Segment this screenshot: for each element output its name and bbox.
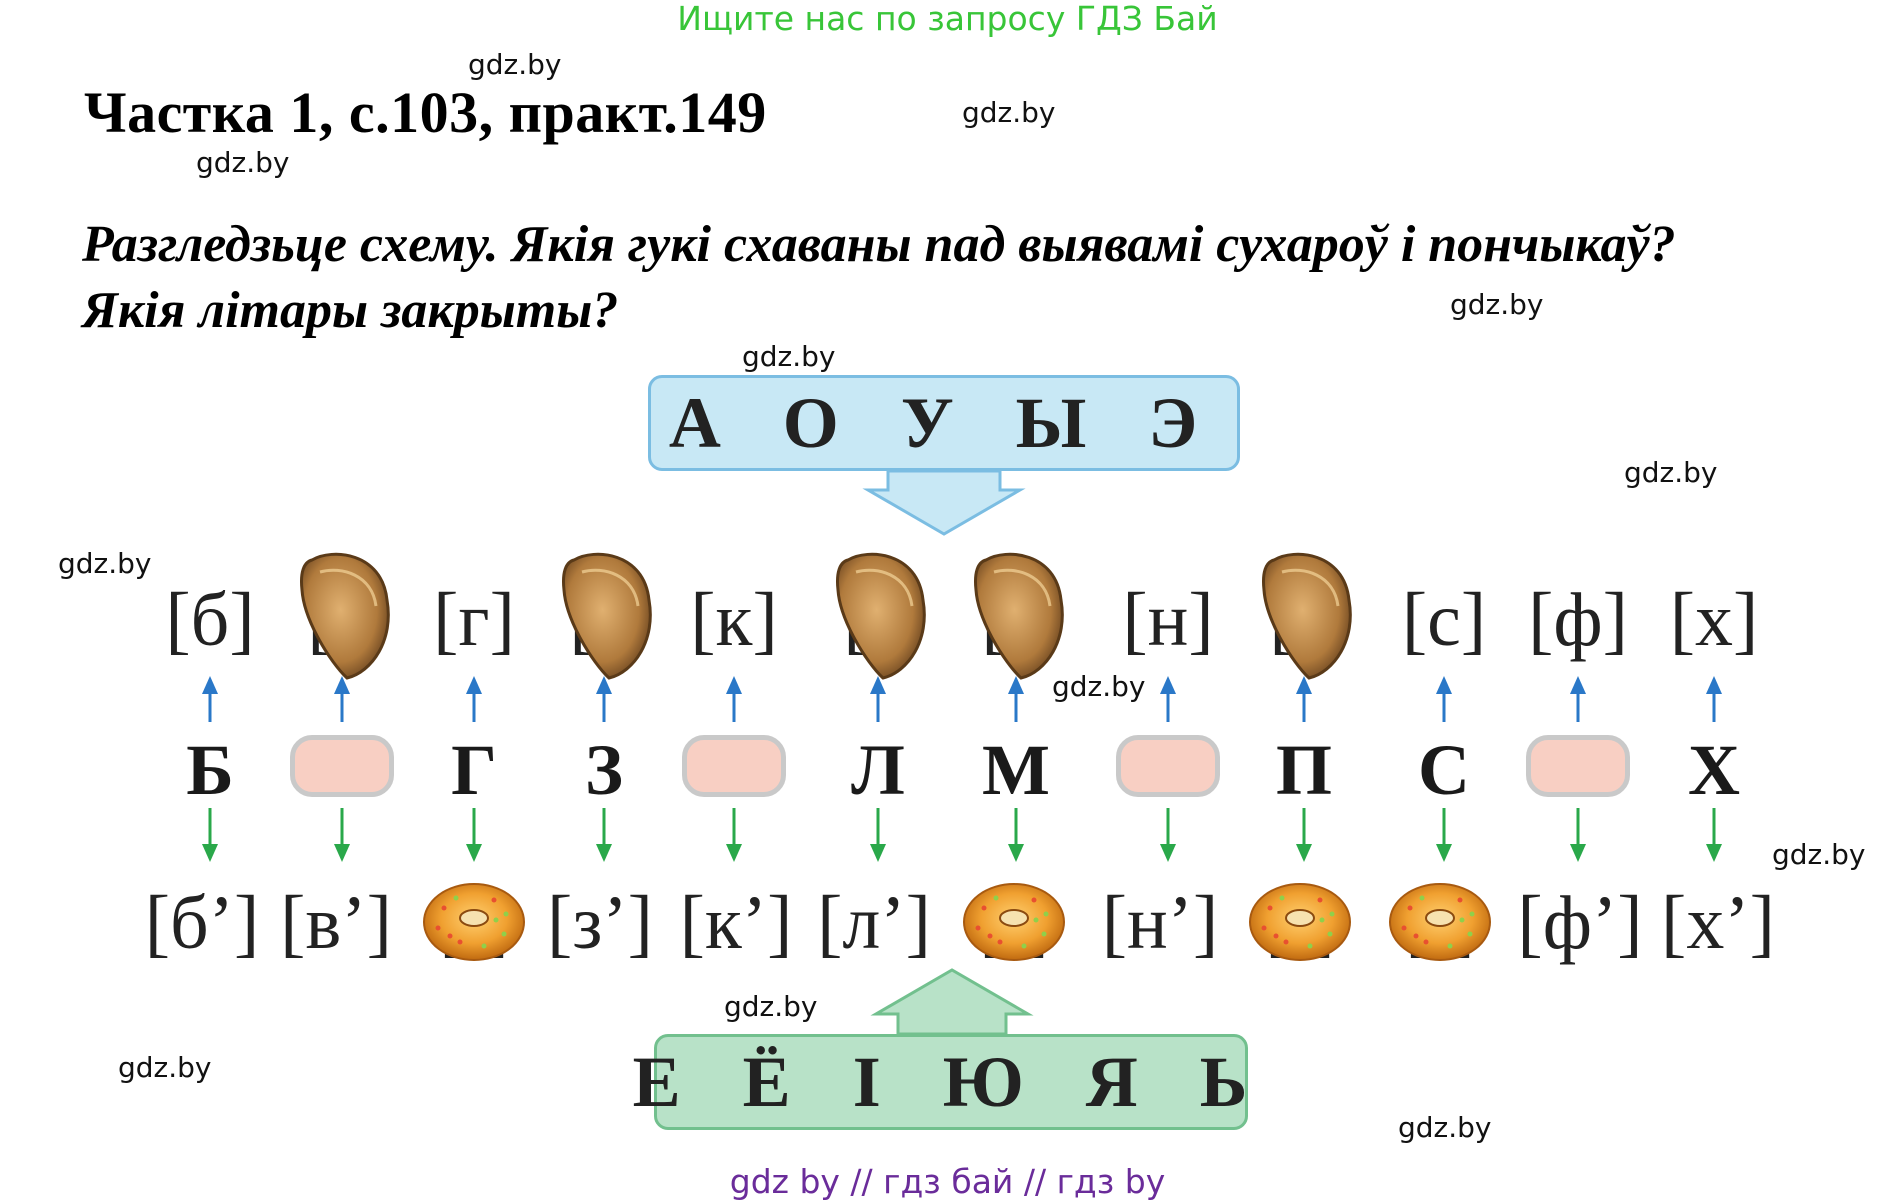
hard-sound: [х]: [1669, 578, 1759, 662]
letter: Г: [451, 730, 497, 810]
watermark: gdz.by: [1398, 1111, 1492, 1144]
task-text: Разгледзьце схему. Якія гукі схаваны пад…: [82, 212, 1882, 344]
down-arrow-icon: [1008, 808, 1024, 862]
up-arrow-icon: [1296, 676, 1312, 722]
page-title: Частка 1, с.103, практ.149: [84, 80, 767, 145]
up-arrow-icon: [1436, 676, 1452, 722]
letter: С: [1418, 730, 1470, 810]
hidden-soft-sound: [ ]: [439, 881, 509, 965]
hard-sound: [ф]: [1528, 578, 1628, 662]
watermark: gdz.by: [742, 340, 836, 373]
watermark: gdz.by: [1624, 456, 1718, 489]
watermark: gdz.by: [196, 146, 290, 179]
hidden-hard-sound: [ ]: [843, 578, 913, 662]
up-arrow-icon: [870, 676, 886, 722]
hard-sound: [н]: [1122, 578, 1214, 662]
letter: Б: [186, 730, 234, 810]
soft-sound: [х’]: [1661, 881, 1775, 965]
letter: М: [982, 730, 1050, 810]
up-arrow-icon: [726, 676, 742, 722]
hidden-letter-pill: [290, 735, 394, 797]
task-line-2: Якія літары закрыты?: [82, 282, 619, 339]
footer-links: gdz by // гдз бай // гдз by: [729, 1162, 1166, 1201]
hidden-letter-pill: [1526, 735, 1630, 797]
hard-vowels-text: А О У Ы Э: [668, 382, 1220, 463]
hard-vowels-box: А О У Ы Э: [648, 375, 1240, 471]
soft-vowels-text: Е Ё І Ю Я Ь: [632, 1041, 1270, 1122]
letter: З: [584, 730, 623, 810]
up-arrow-icon: [1160, 676, 1176, 722]
letter: Х: [1688, 730, 1740, 810]
hidden-soft-sound: [ ]: [979, 881, 1049, 965]
hard-sound: [б]: [165, 578, 255, 662]
soft-sound: [л’]: [817, 881, 931, 965]
letter: Л: [851, 730, 905, 810]
soft-sound: [в’]: [280, 881, 392, 965]
down-arrow-icon: [1160, 808, 1176, 862]
hard-sound: [к]: [690, 578, 778, 662]
down-arrow-icon: [202, 808, 218, 862]
hidden-letter-pill: [682, 735, 786, 797]
up-arrow-icon: [1570, 676, 1586, 722]
down-block-arrow: [862, 469, 1026, 536]
down-arrow-icon: [1706, 808, 1722, 862]
hidden-hard-sound: [ ]: [981, 578, 1051, 662]
watermark: gdz.by: [962, 96, 1056, 129]
task-line-1: Разгледзьце схему. Якія гукі схаваны пад…: [82, 216, 1676, 273]
down-arrow-icon: [334, 808, 350, 862]
hidden-letter-pill: [1116, 735, 1220, 797]
soft-sound: [з’]: [547, 881, 653, 965]
hidden-soft-sound: [ ]: [1265, 881, 1335, 965]
down-arrow-icon: [1570, 808, 1586, 862]
soft-sound: [н’]: [1101, 881, 1219, 965]
down-arrow-icon: [596, 808, 612, 862]
search-banner: Ищите нас по запросу ГДЗ Бай: [677, 0, 1218, 38]
soft-vowels-box: Е Ё І Ю Я Ь: [632, 1034, 1270, 1130]
down-arrow-icon: [466, 808, 482, 862]
watermark: gdz.by: [58, 547, 152, 580]
up-arrow-icon: [466, 676, 482, 722]
hidden-hard-sound: [ ]: [1269, 578, 1339, 662]
up-arrow-icon: [202, 676, 218, 722]
down-arrow-icon: [1436, 808, 1452, 862]
watermark: gdz.by: [468, 48, 562, 81]
down-arrow-icon: [1296, 808, 1312, 862]
up-arrow-icon: [1706, 676, 1722, 722]
hard-sound: [г]: [433, 578, 515, 662]
soft-sound: [к’]: [679, 881, 793, 965]
hidden-hard-sound: [ ]: [569, 578, 639, 662]
watermark: gdz.by: [1450, 288, 1544, 321]
watermark: gdz.by: [1772, 838, 1866, 871]
letter: П: [1275, 730, 1332, 810]
up-arrow-icon: [1008, 676, 1024, 722]
up-arrow-icon: [334, 676, 350, 722]
hard-sound: [с]: [1401, 578, 1487, 662]
up-arrow-icon: [596, 676, 612, 722]
down-arrow-icon: [726, 808, 742, 862]
watermark: gdz.by: [118, 1051, 212, 1084]
hidden-soft-sound: [ ]: [1405, 881, 1475, 965]
up-block-arrow: [870, 968, 1034, 1036]
watermark: gdz.by: [724, 990, 818, 1023]
watermark: gdz.by: [1052, 670, 1146, 703]
soft-sound: [б’]: [144, 881, 260, 965]
soft-sound: [ф’]: [1517, 881, 1643, 965]
hidden-hard-sound: [ ]: [307, 578, 377, 662]
down-arrow-icon: [870, 808, 886, 862]
